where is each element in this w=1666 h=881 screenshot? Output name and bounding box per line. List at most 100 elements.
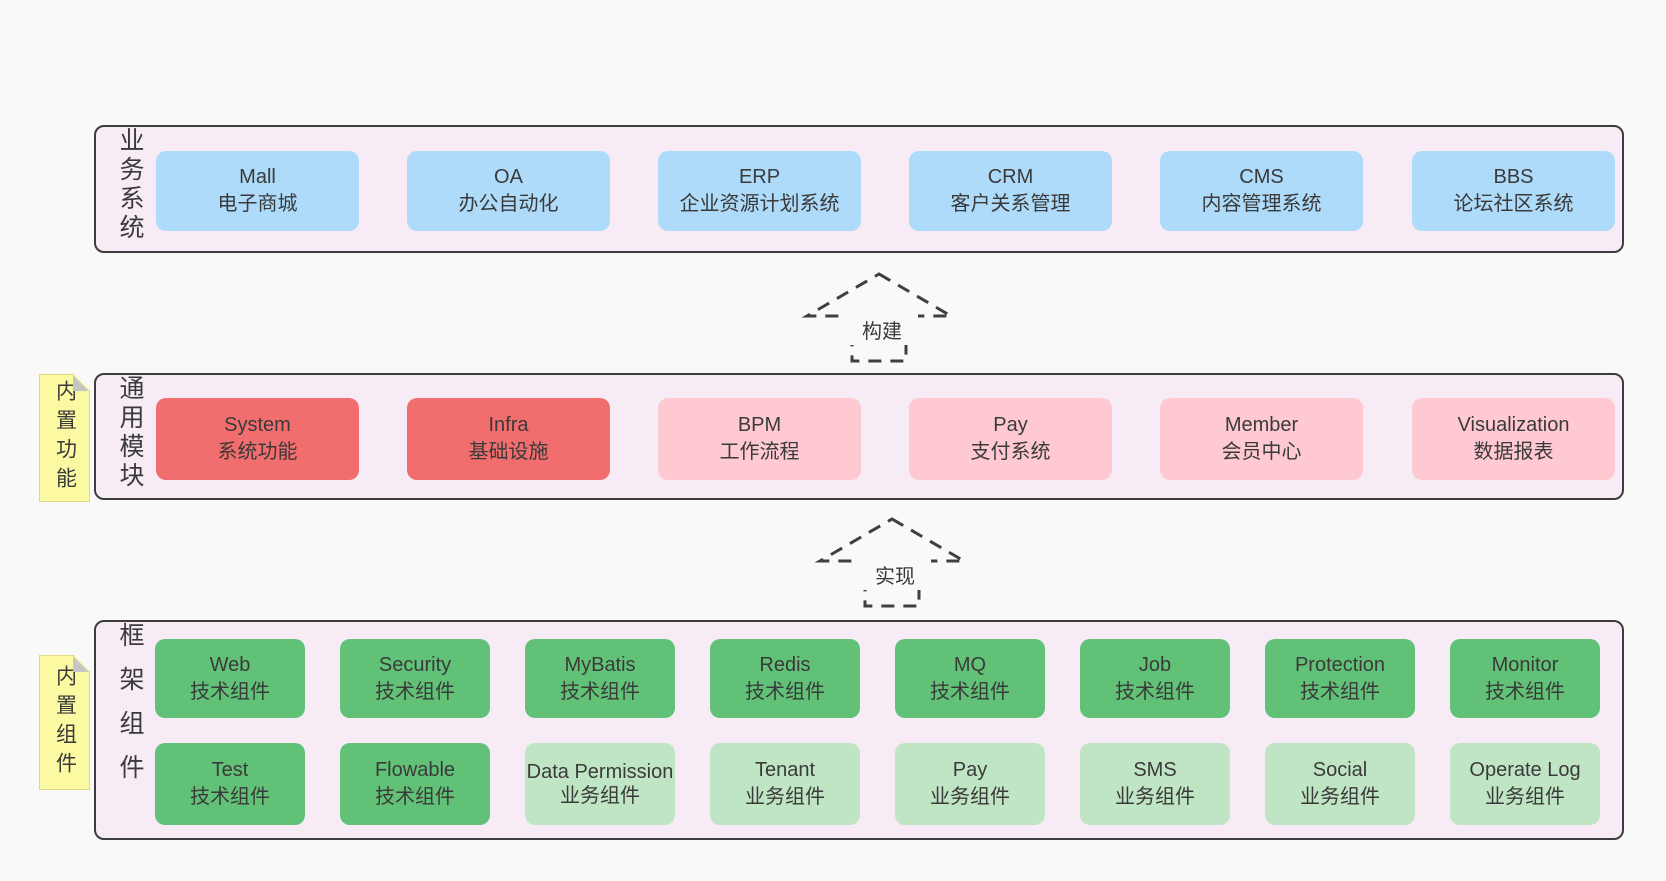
- components-layer-container: 框架组件 Web 技术组件 Security 技术组件 MyBatis 技术组件…: [94, 620, 1624, 840]
- card-social: Social 业务组件: [1265, 743, 1415, 825]
- card-subtitle: 支付系统: [970, 441, 1051, 463]
- card-subtitle: 技术组件: [375, 680, 455, 703]
- card-cms: CMS 内容管理系统: [1160, 151, 1363, 231]
- card-tenant: Tenant 业务组件: [710, 743, 860, 825]
- card-test: Test 技术组件: [155, 743, 305, 825]
- card-security: Security 技术组件: [340, 639, 490, 718]
- card-subtitle: 企业资源计划系统: [679, 193, 840, 215]
- implement-arrow-label: 实现: [859, 559, 931, 590]
- card-title: Tenant: [754, 759, 816, 781]
- card-title: Visualization: [1457, 414, 1570, 436]
- build-arrow-icon: [801, 272, 957, 363]
- card-title: CRM: [987, 166, 1034, 188]
- card-subtitle: 技术组件: [190, 786, 270, 808]
- card-subtitle: 技术组件: [745, 680, 825, 703]
- card-subtitle: 办公自动化: [458, 193, 559, 215]
- card-title: BPM: [737, 414, 782, 436]
- card-subtitle: 基础设施: [468, 441, 549, 463]
- card-title: Operate Log: [1469, 759, 1581, 781]
- folded-corner-icon: [73, 375, 89, 391]
- card-title: Redis: [759, 653, 811, 676]
- card-crm: CRM 客户关系管理: [909, 151, 1112, 231]
- card-subtitle: 业务组件: [930, 786, 1010, 808]
- card-subtitle: 技术组件: [1115, 680, 1195, 703]
- card-data-permission: Data Permission 业务组件: [525, 743, 675, 825]
- card-title: OA: [494, 166, 523, 188]
- build-arrow-label: 构建: [846, 314, 918, 345]
- sticky-note-builtin-features: 内置功能: [39, 374, 90, 502]
- card-infra: Infra 基础设施: [407, 398, 610, 480]
- card-title: Test: [211, 759, 249, 781]
- card-redis: Redis 技术组件: [710, 639, 860, 718]
- card-monitor: Monitor 技术组件: [1450, 639, 1600, 718]
- card-subtitle: 业务组件: [560, 785, 640, 807]
- card-operate-log: Operate Log 业务组件: [1450, 743, 1600, 825]
- card-subtitle: 技术组件: [930, 680, 1010, 703]
- components-layer-label: 框架组件: [116, 622, 144, 798]
- card-title: ERP: [738, 166, 781, 188]
- card-title: Data Permission: [526, 761, 674, 783]
- sticky-note-builtin-components: 内置组件: [39, 655, 90, 790]
- card-title: Job: [1138, 653, 1172, 676]
- card-bbs: BBS 论坛社区系统: [1412, 151, 1615, 231]
- card-title: Pay: [952, 759, 988, 781]
- card-subtitle: 工作流程: [719, 441, 800, 463]
- card-subtitle: 技术组件: [560, 680, 640, 703]
- card-title: Social: [1312, 759, 1368, 781]
- card-title: Infra: [488, 414, 529, 436]
- card-subtitle: 业务组件: [1300, 786, 1380, 808]
- card-mq: MQ 技术组件: [895, 639, 1045, 718]
- card-subtitle: 会员中心: [1221, 441, 1302, 463]
- card-oa: OA 办公自动化: [407, 151, 610, 231]
- card-subtitle: 技术组件: [1485, 680, 1565, 703]
- note-label: 内置功能: [53, 380, 77, 496]
- modules-layer-container: 通用模块 System 系统功能 Infra 基础设施 BPM 工作流程 Pay…: [94, 373, 1624, 500]
- card-subtitle: 技术组件: [190, 680, 270, 703]
- card-title: Member: [1224, 414, 1299, 436]
- card-web: Web 技术组件: [155, 639, 305, 718]
- card-subtitle: 系统功能: [217, 441, 298, 463]
- card-visualization: Visualization 数据报表: [1412, 398, 1615, 480]
- card-pay-component: Pay 业务组件: [895, 743, 1045, 825]
- card-protection: Protection 技术组件: [1265, 639, 1415, 718]
- card-bpm: BPM 工作流程: [658, 398, 861, 480]
- business-layer-label: 业务系统: [116, 127, 144, 243]
- card-title: MQ: [953, 653, 987, 676]
- card-subtitle: 技术组件: [1300, 680, 1380, 703]
- business-layer-container: 业务系统 Mall 电子商城 OA 办公自动化 ERP 企业资源计划系统 CRM…: [94, 125, 1624, 253]
- card-subtitle: 内容管理系统: [1201, 193, 1322, 215]
- card-system: System 系统功能: [156, 398, 359, 480]
- card-member: Member 会员中心: [1160, 398, 1363, 480]
- card-pay-module: Pay 支付系统: [909, 398, 1112, 480]
- note-label: 内置组件: [53, 664, 77, 781]
- card-title: Monitor: [1491, 653, 1559, 676]
- card-job: Job 技术组件: [1080, 639, 1230, 718]
- card-flowable: Flowable 技术组件: [340, 743, 490, 825]
- card-subtitle: 业务组件: [1115, 786, 1195, 808]
- card-subtitle: 论坛社区系统: [1453, 193, 1574, 215]
- card-subtitle: 技术组件: [375, 786, 455, 808]
- card-erp: ERP 企业资源计划系统: [658, 151, 861, 231]
- modules-layer-label: 通用模块: [116, 375, 144, 491]
- card-title: Security: [378, 653, 452, 676]
- card-subtitle: 客户关系管理: [950, 193, 1071, 215]
- card-title: CMS: [1239, 166, 1284, 188]
- card-subtitle: 业务组件: [745, 786, 825, 808]
- card-subtitle: 业务组件: [1485, 786, 1565, 808]
- card-title: SMS: [1133, 759, 1177, 781]
- card-sms: SMS 业务组件: [1080, 743, 1230, 825]
- card-mybatis: MyBatis 技术组件: [525, 639, 675, 718]
- card-subtitle: 数据报表: [1473, 441, 1554, 463]
- card-mall: Mall 电子商城: [156, 151, 359, 231]
- folded-corner-icon: [73, 656, 89, 672]
- card-title: System: [224, 414, 291, 436]
- card-title: Web: [209, 653, 251, 676]
- card-title: Protection: [1294, 653, 1386, 676]
- card-title: Mall: [239, 166, 276, 188]
- card-title: Flowable: [374, 759, 456, 781]
- card-title: BBS: [1493, 166, 1534, 188]
- card-title: Pay: [993, 414, 1028, 436]
- card-subtitle: 电子商城: [217, 193, 298, 215]
- implement-arrow-icon: [814, 517, 970, 608]
